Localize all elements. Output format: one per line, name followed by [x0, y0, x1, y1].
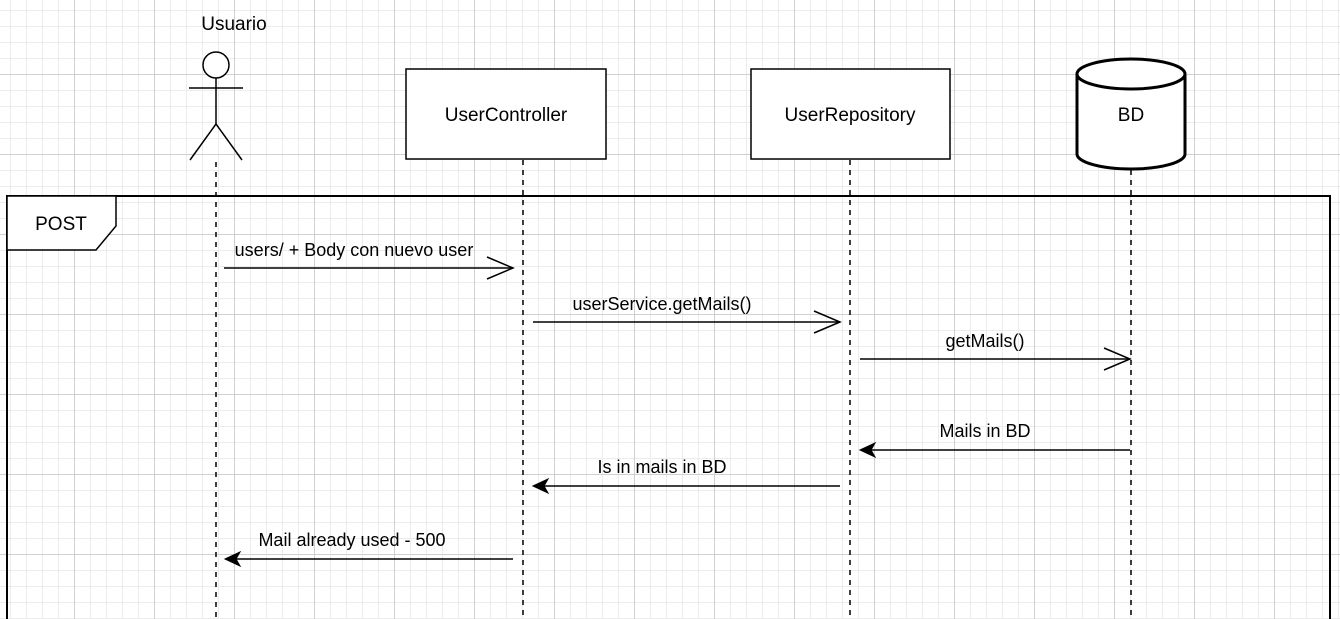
open-arrowhead-icon [1103, 347, 1132, 371]
participant-usercontroller: UserController [405, 68, 607, 160]
message-label: users/ + Body con nuevo user [235, 240, 474, 260]
filled-arrowhead-icon [531, 477, 550, 495]
participant-usuario: Usuario [189, 14, 267, 161]
message-label: Is in mails in BD [597, 457, 726, 477]
participant-label-usercontroller: UserController [445, 105, 568, 126]
message-3: getMails() [860, 331, 1132, 371]
open-arrowhead-icon [486, 256, 515, 280]
participant-label-bd: BD [1118, 105, 1144, 126]
message-label: Mails in BD [939, 421, 1030, 441]
frame-label: POST [35, 214, 87, 235]
participant-userrepository: UserRepository [750, 68, 951, 160]
open-arrowhead-icon [813, 310, 842, 334]
post-frame: POST [6, 195, 1331, 619]
message-4: Mails in BD [858, 421, 1130, 459]
message-6: Mail already used - 500 [223, 530, 513, 568]
filled-arrowhead-icon [858, 441, 877, 459]
frame-label-tab [6, 195, 117, 251]
stick-figure-icon [189, 51, 243, 161]
message-label: getMails() [945, 331, 1024, 351]
participant-label-usuario: Usuario [201, 14, 266, 35]
message-5: Is in mails in BD [531, 457, 840, 495]
message-1: users/ + Body con nuevo user [224, 240, 515, 280]
message-label: Mail already used - 500 [258, 530, 445, 550]
message-2: userService.getMails() [533, 294, 842, 334]
filled-arrowhead-icon [223, 550, 242, 568]
message-label: userService.getMails() [572, 294, 751, 314]
participant-label-userrepository: UserRepository [785, 105, 916, 126]
participant-bd: BD [1075, 57, 1187, 171]
